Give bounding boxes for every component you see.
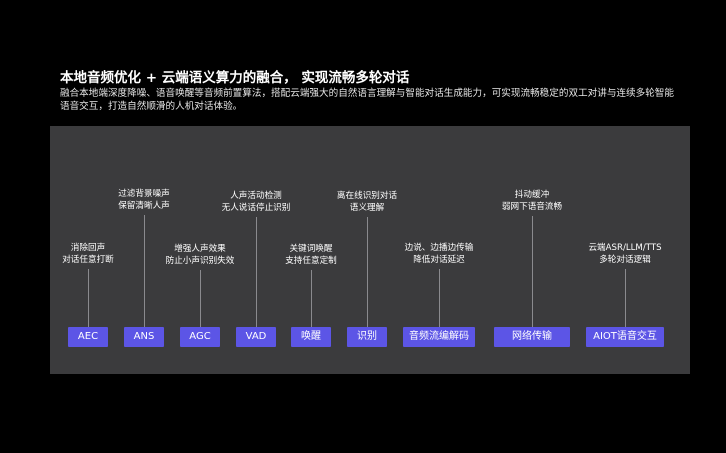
module-caption: 抖动缓冲弱网下语音流畅 — [501, 190, 563, 212]
connector-line — [87, 269, 89, 327]
module-button-aiot[interactable]: AIOT语音交互 — [586, 327, 664, 347]
module-button-codec[interactable]: 音频流编解码 — [403, 327, 475, 347]
module-button-wakeup[interactable]: 唤醒 — [291, 327, 331, 347]
connector-line — [199, 270, 201, 327]
page-description: 融合本地端深度降噪、语音唤醒等音频前置算法，搭配云端强大的自然语言理解与智能对话… — [60, 88, 674, 112]
module-button-ans[interactable]: ANS — [124, 327, 164, 347]
page-title: 本地音频优化 + 云端语义算力的融合， 实现流畅多轮对话 — [60, 70, 410, 86]
module-caption: 边说、边播边传输降低对话延迟 — [404, 243, 474, 265]
module-caption: 离在线识别对话语义理解 — [336, 191, 398, 213]
pipeline-panel: 消除回声对话任意打断 AEC 过滤背景噪声保留清晰人声 ANS 增强人声效果防止… — [50, 126, 690, 374]
connector-line — [531, 216, 533, 327]
module-caption: 关键词唤醒支持任意定制 — [285, 244, 337, 266]
module-caption: 消除回声对话任意打断 — [62, 243, 114, 265]
connector-line — [366, 217, 368, 327]
connector-line — [438, 269, 440, 327]
module-button-recognition[interactable]: 识别 — [347, 327, 387, 347]
module-button-vad[interactable]: VAD — [236, 327, 276, 347]
module-caption: 增强人声效果防止小声识别失效 — [165, 244, 235, 266]
connector-line — [143, 215, 145, 327]
module-button-agc[interactable]: AGC — [180, 327, 220, 347]
module-button-aec[interactable]: AEC — [68, 327, 108, 347]
connector-line — [624, 269, 626, 327]
module-button-network[interactable]: 网络传输 — [494, 327, 570, 347]
connector-line — [310, 270, 312, 327]
module-caption: 过滤背景噪声保留清晰人声 — [118, 189, 170, 211]
connector-line — [255, 217, 257, 327]
module-caption: 人声活动检测无人说话停止识别 — [221, 191, 291, 213]
